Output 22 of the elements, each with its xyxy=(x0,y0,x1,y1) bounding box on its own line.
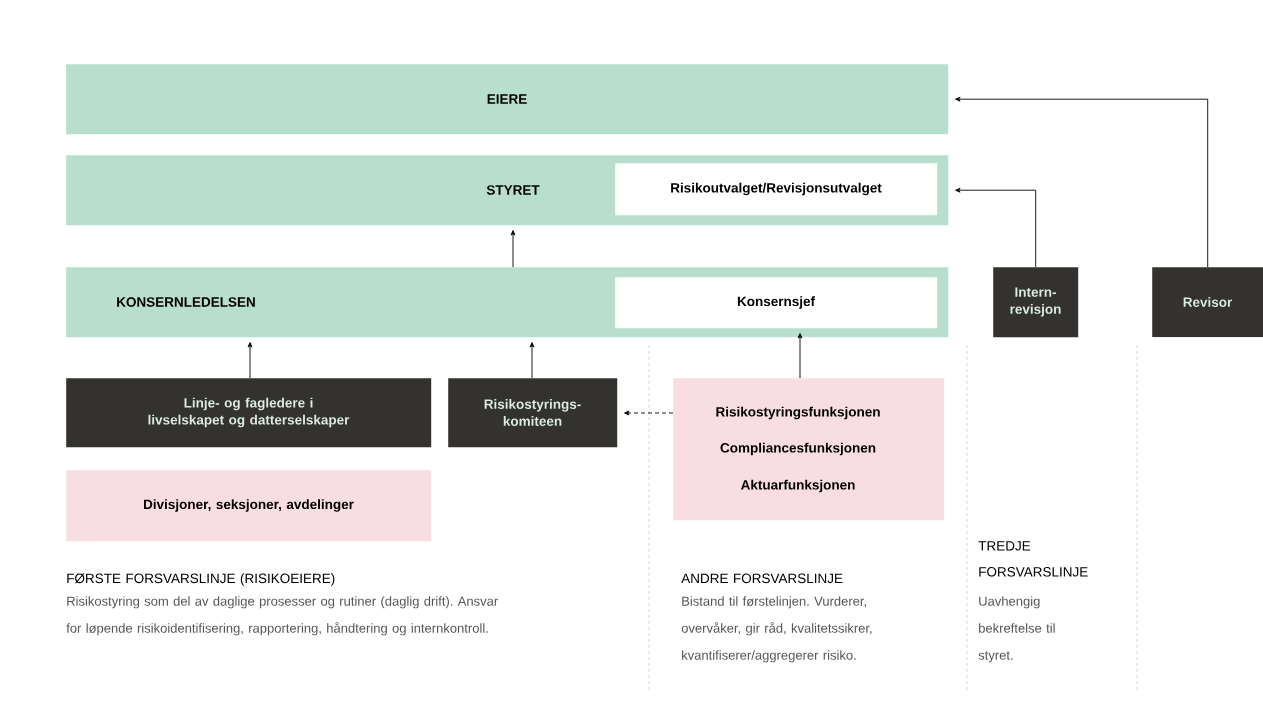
arrow xyxy=(797,333,803,379)
arrow xyxy=(955,187,1037,268)
arrow xyxy=(510,230,516,268)
role-box: Linje- og fagledere i livselskapet og datterselskaper xyxy=(66,378,432,448)
level-band: EIERE xyxy=(66,64,949,135)
description-text: Risikostyring som del av daglige prosesser og rutiner (daglig drift). Ansvar for løpende risikoidentifisering, rapportering, håndtering og internkontroll. xyxy=(66,596,498,636)
committee-box: Konsernsjef xyxy=(615,277,938,329)
description-text: Bistand til førstelinjen. Vurderer, overvåker, gir råd, kvalitetssikrer, kvantifiserer/aggregerer risiko. xyxy=(681,596,872,663)
role-box: Intern-revisjon xyxy=(993,267,1079,338)
role-box: Risikostyrings-komiteen xyxy=(448,378,618,448)
arrow xyxy=(247,342,253,379)
description-text: Uavhengig bekreftelse til styret. xyxy=(978,596,1055,663)
arrow xyxy=(624,410,674,416)
role-box: Revisor xyxy=(1152,267,1263,338)
arrow xyxy=(529,342,535,379)
function-box: Divisjoner, seksjoner, avdelinger xyxy=(66,470,432,542)
arrow xyxy=(955,96,1209,268)
section-heading: TREDJE FORSVARSLINJE xyxy=(978,541,1088,577)
section-heading: ANDRE FORSVARSLINJE xyxy=(681,573,843,584)
section-heading: FØRSTE FORSVARSLINJE (RISIKOEIERE) xyxy=(67,573,335,586)
committee-box: Risikoutvalget/Revisjonsutvalget xyxy=(615,163,938,216)
function-box: Risikostyringsfunksjonen Compliancesfunksjonen Aktuarfunksjonen xyxy=(673,378,945,521)
